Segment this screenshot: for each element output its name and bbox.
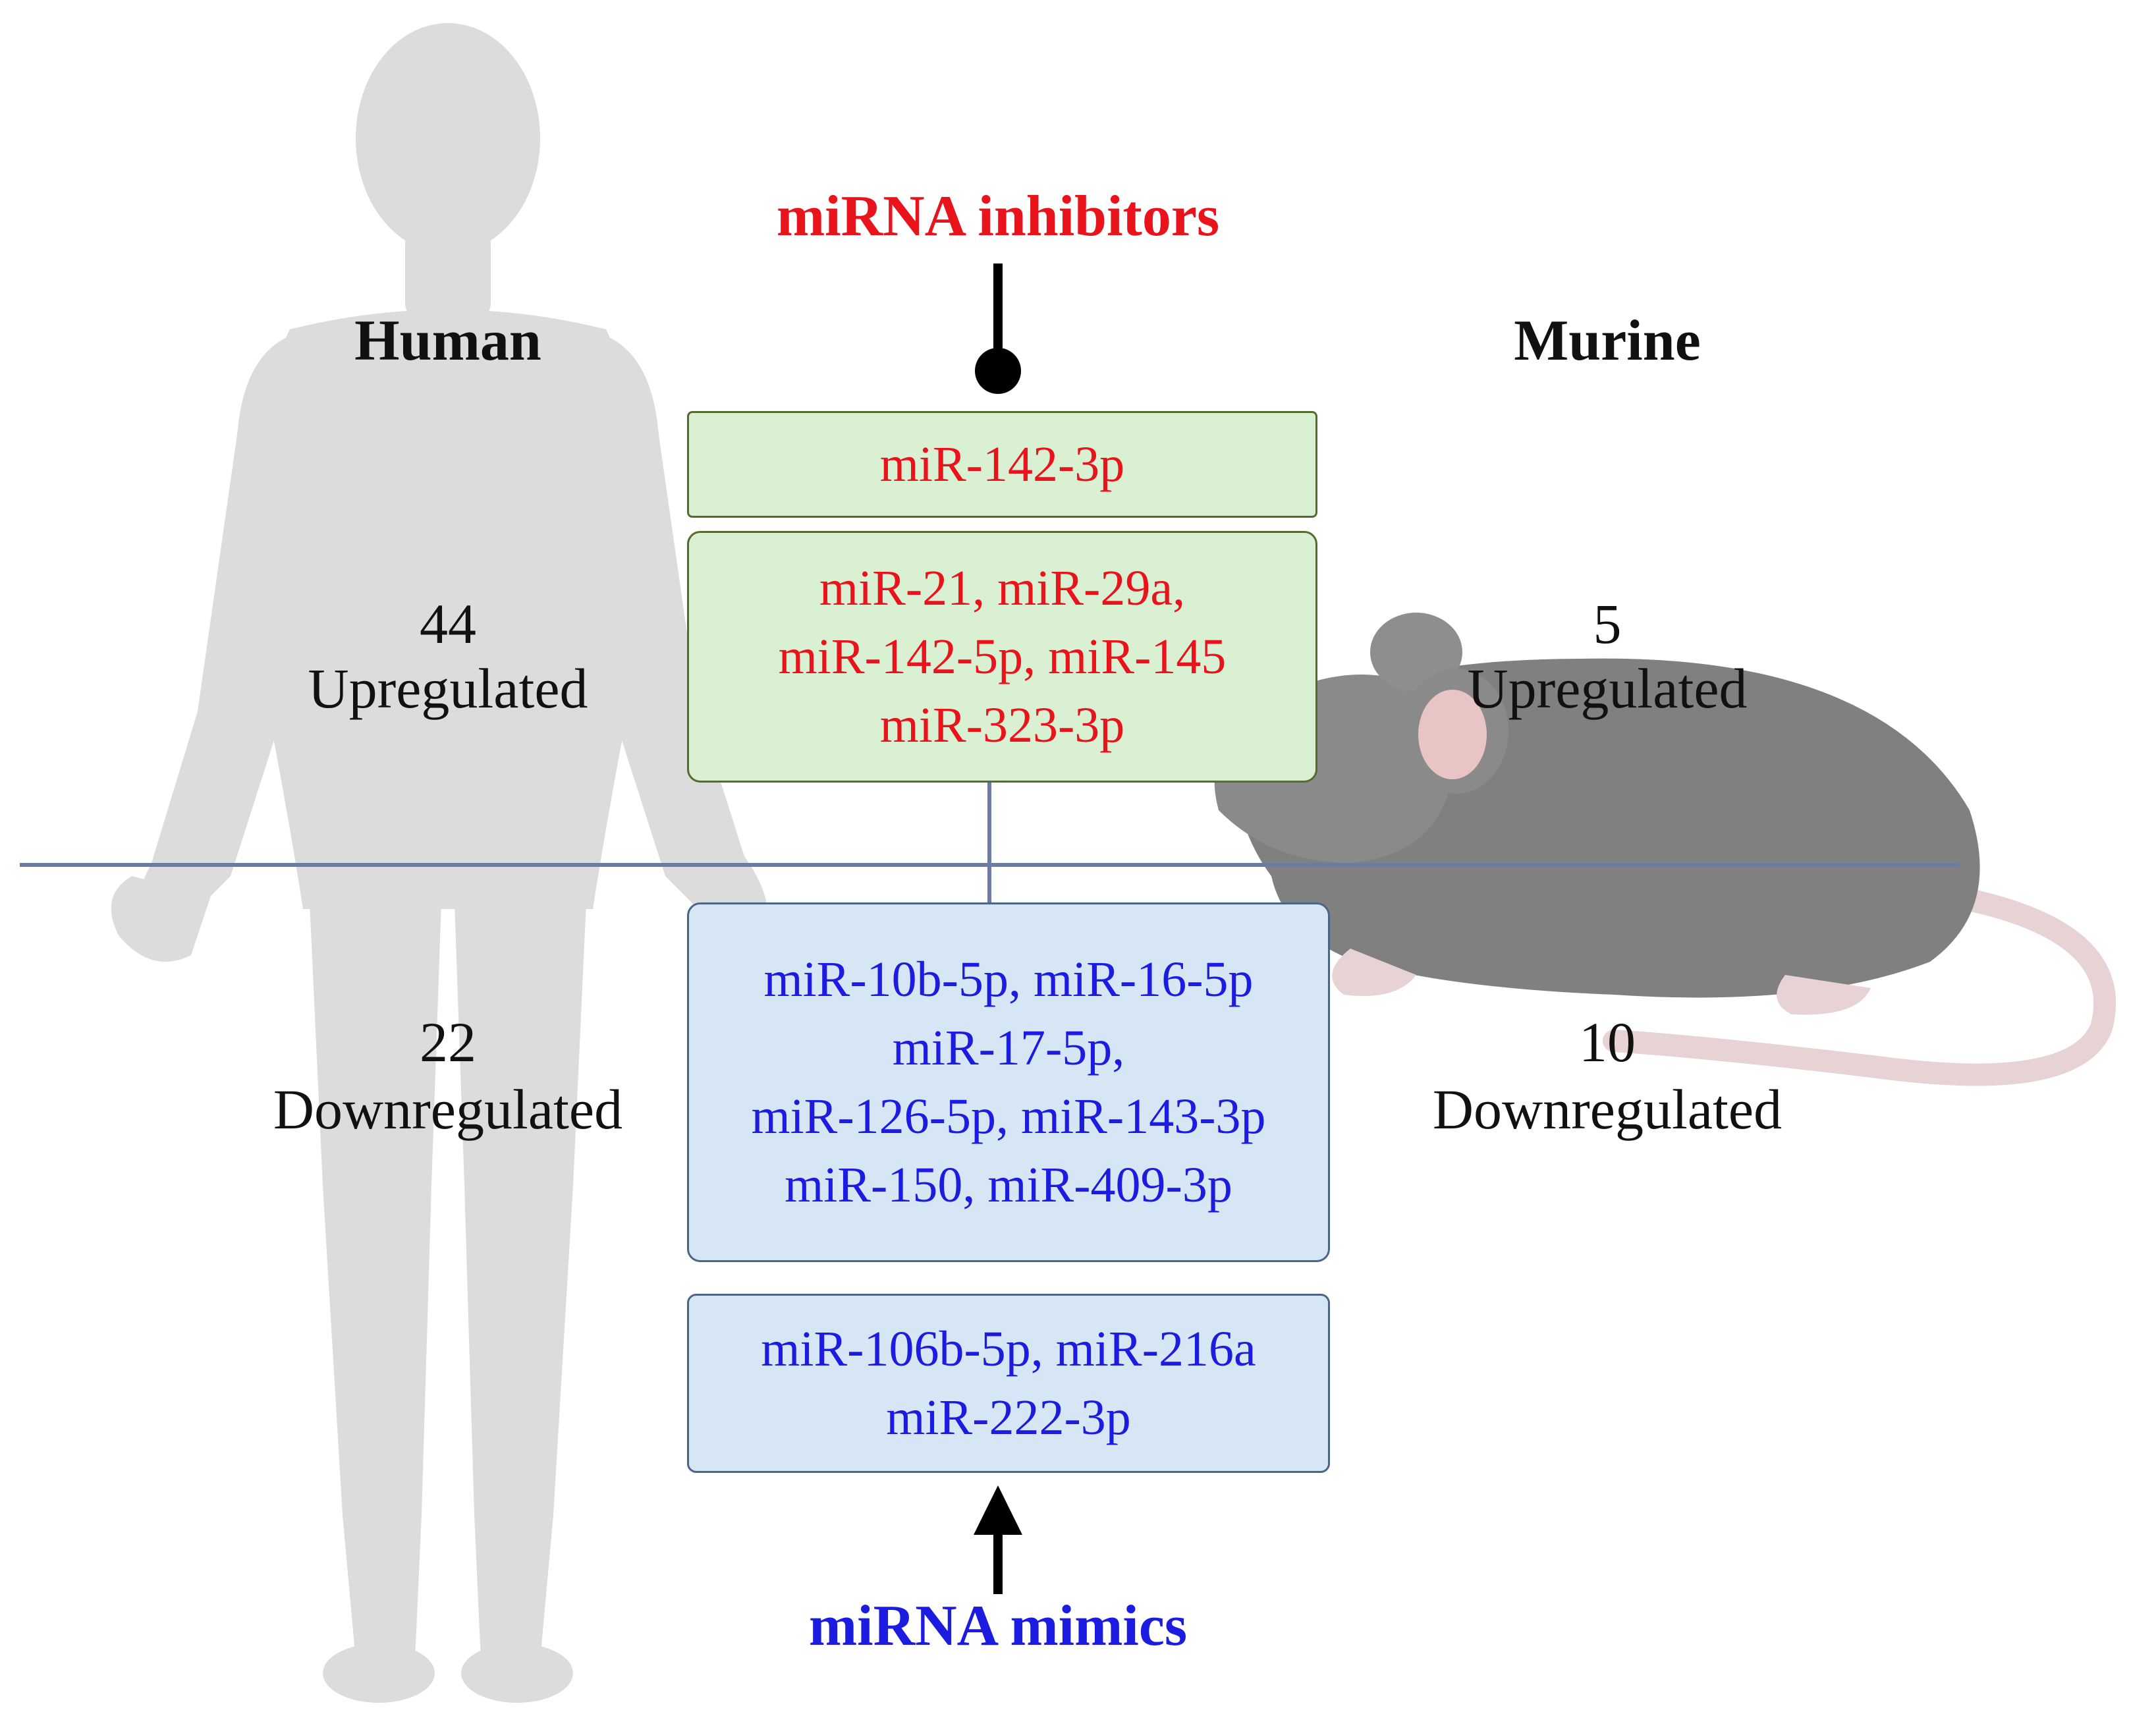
inhibitor-box-main: miR-21, miR-29a, miR-142-5p, miR-145 miR…	[687, 531, 1317, 783]
murine-up-count: 5	[1593, 592, 1622, 655]
mimic-box-main: miR-10b-5p, miR-16-5p miR-17-5p, miR-126…	[687, 902, 1330, 1262]
human-up-count: 44	[420, 592, 476, 655]
mouse-illustration-icon	[1214, 613, 2116, 1086]
murine-up-label: Upregulated	[1467, 657, 1748, 720]
murine-title: Murine	[1514, 309, 1701, 373]
inhibitor-box-top: miR-142-3p	[687, 411, 1317, 518]
murine-down-count: 10	[1579, 1010, 1636, 1074]
mimic-box-bottom: miR-106b-5p, miR-216a miR-222-3p	[687, 1294, 1330, 1473]
arrow-up-icon	[974, 1485, 1022, 1594]
inhibitor-box-main-text: miR-21, miR-29a, miR-142-5p, miR-145 miR…	[778, 561, 1227, 753]
human-title: Human	[354, 309, 541, 373]
inhibitor-box-top-text: miR-142-3p	[879, 437, 1125, 492]
inhibitors-label: miRNA inhibitors	[776, 184, 1220, 248]
murine-down-label: Downregulated	[1432, 1078, 1783, 1141]
human-down-count: 22	[420, 1010, 476, 1074]
human-up-label: Upregulated	[308, 657, 588, 720]
inhibition-marker-icon	[975, 263, 1021, 394]
mimics-label: miRNA mimics	[808, 1594, 1188, 1658]
human-down-label: Downregulated	[273, 1078, 623, 1141]
human-silhouette-icon	[111, 23, 768, 1703]
mimic-box-bottom-text: miR-106b-5p, miR-216a miR-222-3p	[761, 1321, 1256, 1445]
mimic-box-main-text: miR-10b-5p, miR-16-5p miR-17-5p, miR-126…	[751, 952, 1266, 1213]
